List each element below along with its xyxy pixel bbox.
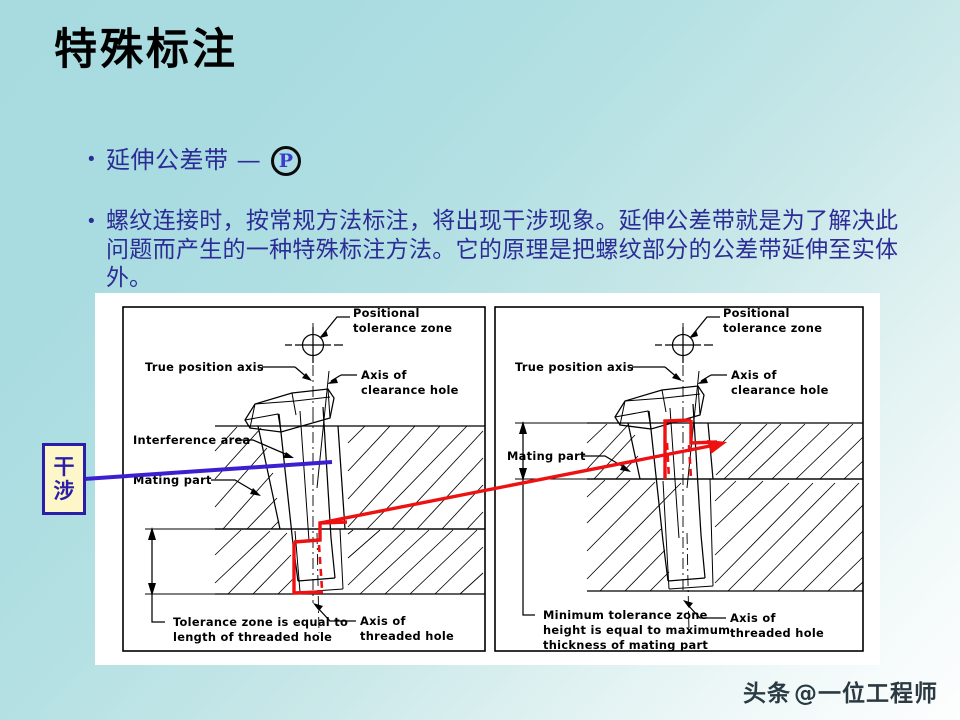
threaded-part-right [586, 478, 864, 592]
label-min-tolerance-note: Minimum tolerance zone [543, 608, 708, 622]
label-true-position-axis: True position axis [515, 360, 634, 374]
dimension-minimum-tolerance-zone-right [515, 421, 623, 616]
label-tolerance-zone-note-2: length of threaded hole [173, 630, 332, 644]
interference-callout-box[interactable]: 干 涉 [42, 443, 86, 515]
figure-panel: Positional tolerance zone True position … [95, 293, 880, 665]
label-mating-part: Mating part [507, 449, 586, 463]
label-axis-of-clearance-hole-2: clearance hole [361, 383, 459, 397]
positional-tolerance-crosshair-icon [285, 327, 343, 363]
positional-tolerance-crosshair-icon [655, 327, 713, 363]
label-positional-tolerance-zone-2: tolerance zone [353, 321, 452, 335]
label-axis-of-threaded-hole: Axis of [360, 614, 406, 628]
label-min-tolerance-note-3: thickness of mating part [543, 638, 708, 652]
watermark-handle: @一位工程师 [794, 681, 938, 707]
bolt-head-right [614, 385, 705, 430]
page-title: 特殊标注 [54, 25, 238, 75]
bullet-text: 延伸公差带 — [106, 146, 262, 174]
dimension-tolerance-zone-left [145, 527, 253, 623]
callout-line-1: 干 [53, 454, 75, 480]
tolerance-zone-red-left [292, 520, 348, 595]
label-min-tolerance-note-2: height is equal to maximum [543, 623, 730, 637]
label-positional-tolerance-zone: Positional [723, 306, 790, 320]
bullet-text: 螺纹连接时，按常规方法标注，将出现干涉现象。延伸公差带就是为了解决此问题而产生的… [106, 208, 898, 292]
bullet-list: • 延伸公差带 — P • 螺纹连接时，按常规方法标注，将出现干涉现象。延伸公差… [88, 145, 898, 293]
projected-tolerance-zone-symbol-icon: P [271, 146, 302, 177]
callout-line-2: 涉 [53, 478, 75, 503]
label-axis-of-threaded-hole-2: threaded hole [360, 629, 454, 643]
label-axis-of-clearance-hole: Axis of [361, 368, 407, 382]
list-item: • 螺纹连接时，按常规方法标注，将出现干涉现象。延伸公差带就是为了解决此问题而产… [88, 207, 898, 293]
label-axis-of-threaded-hole: Axis of [730, 611, 776, 625]
threaded-part-left [214, 528, 485, 595]
label-positional-tolerance-zone-2: tolerance zone [723, 321, 822, 335]
bolt-shank-left [278, 406, 336, 582]
label-axis-of-clearance-hole: Axis of [731, 368, 777, 382]
watermark: 头条 @一位工程师 [743, 674, 938, 708]
watermark-prefix: 头条 [743, 681, 791, 707]
label-axis-of-clearance-hole-2: clearance hole [731, 383, 829, 397]
label-mating-part: Mating part [133, 473, 212, 487]
bullet-marker-icon: • [88, 211, 95, 233]
red-annotation-arrow [319, 440, 727, 525]
label-positional-tolerance-zone: Positional [353, 306, 420, 320]
list-item: • 延伸公差带 — P [88, 145, 898, 177]
label-interference-area: Interference area [133, 433, 251, 447]
label-true-position-axis: True position axis [145, 360, 264, 374]
label-tolerance-zone-note: Tolerance zone is equal to [173, 615, 348, 629]
label-axis-of-threaded-hole-2: threaded hole [730, 626, 824, 640]
bullet-text-wrapper: 延伸公差带 — P [106, 145, 898, 177]
bolt-shank-right [648, 403, 706, 582]
bullet-marker-icon: • [88, 149, 95, 170]
